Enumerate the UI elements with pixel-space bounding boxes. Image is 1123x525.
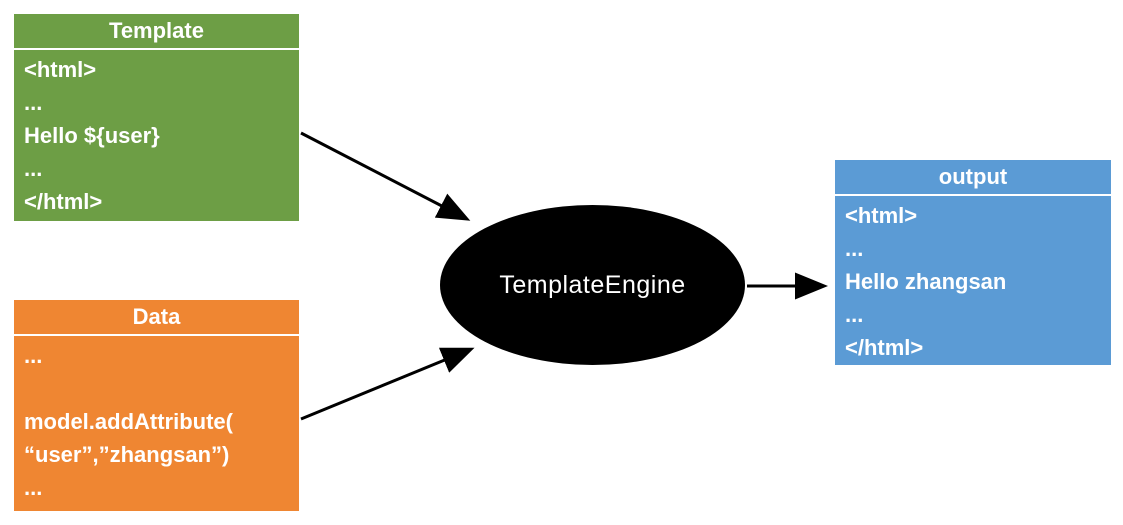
data-code-line: ... xyxy=(24,475,43,500)
template-code-line: ... xyxy=(24,156,43,181)
template-box-body: <html> ... Hello ${user} ... </html> xyxy=(14,50,299,218)
output-box-body: <html> ... Hello zhangsan ... </html> xyxy=(835,196,1111,364)
template-code-line: ... xyxy=(24,90,43,115)
data-code-line: model.addAttribute( xyxy=(24,409,233,434)
data-code-line: “user”,”zhangsan”) xyxy=(24,442,230,467)
template-engine-ellipse: TemplateEngine xyxy=(440,205,745,365)
template-code-line: Hello ${user} xyxy=(24,123,160,148)
output-code-line: </html> xyxy=(845,335,924,360)
template-code-line: </html> xyxy=(24,189,103,214)
output-box: output <html> ... Hello zhangsan ... </h… xyxy=(835,160,1111,365)
arrow-template-to-engine xyxy=(300,131,471,221)
output-box-title: output xyxy=(835,160,1111,196)
arrow-data-to-engine xyxy=(300,347,475,421)
output-code-line: <html> xyxy=(845,203,918,228)
template-code-line: <html> xyxy=(24,57,97,82)
data-box: Data ... model.addAttribute( “user”,”zha… xyxy=(14,300,299,511)
output-code-line: ... xyxy=(845,236,864,261)
data-box-body: ... model.addAttribute( “user”,”zhangsan… xyxy=(14,336,299,504)
data-code-line xyxy=(24,372,289,405)
template-box: Template <html> ... Hello ${user} ... </… xyxy=(14,14,299,221)
data-code-line: ... xyxy=(24,343,43,368)
output-code-line: ... xyxy=(845,302,864,327)
template-engine-label: TemplateEngine xyxy=(499,270,686,299)
data-box-title: Data xyxy=(14,300,299,336)
output-code-line: Hello zhangsan xyxy=(845,269,1007,294)
template-box-title: Template xyxy=(14,14,299,50)
